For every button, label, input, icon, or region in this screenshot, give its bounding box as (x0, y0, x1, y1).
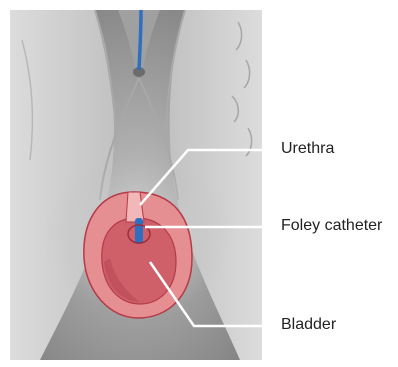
catheter-tube-lower (135, 218, 143, 244)
catheter-tube-upper (139, 10, 141, 70)
urethra-label: Urethra (281, 141, 334, 157)
bladder-label: Bladder (281, 317, 336, 333)
foley-catheter-label: Foley catheter (281, 218, 382, 234)
